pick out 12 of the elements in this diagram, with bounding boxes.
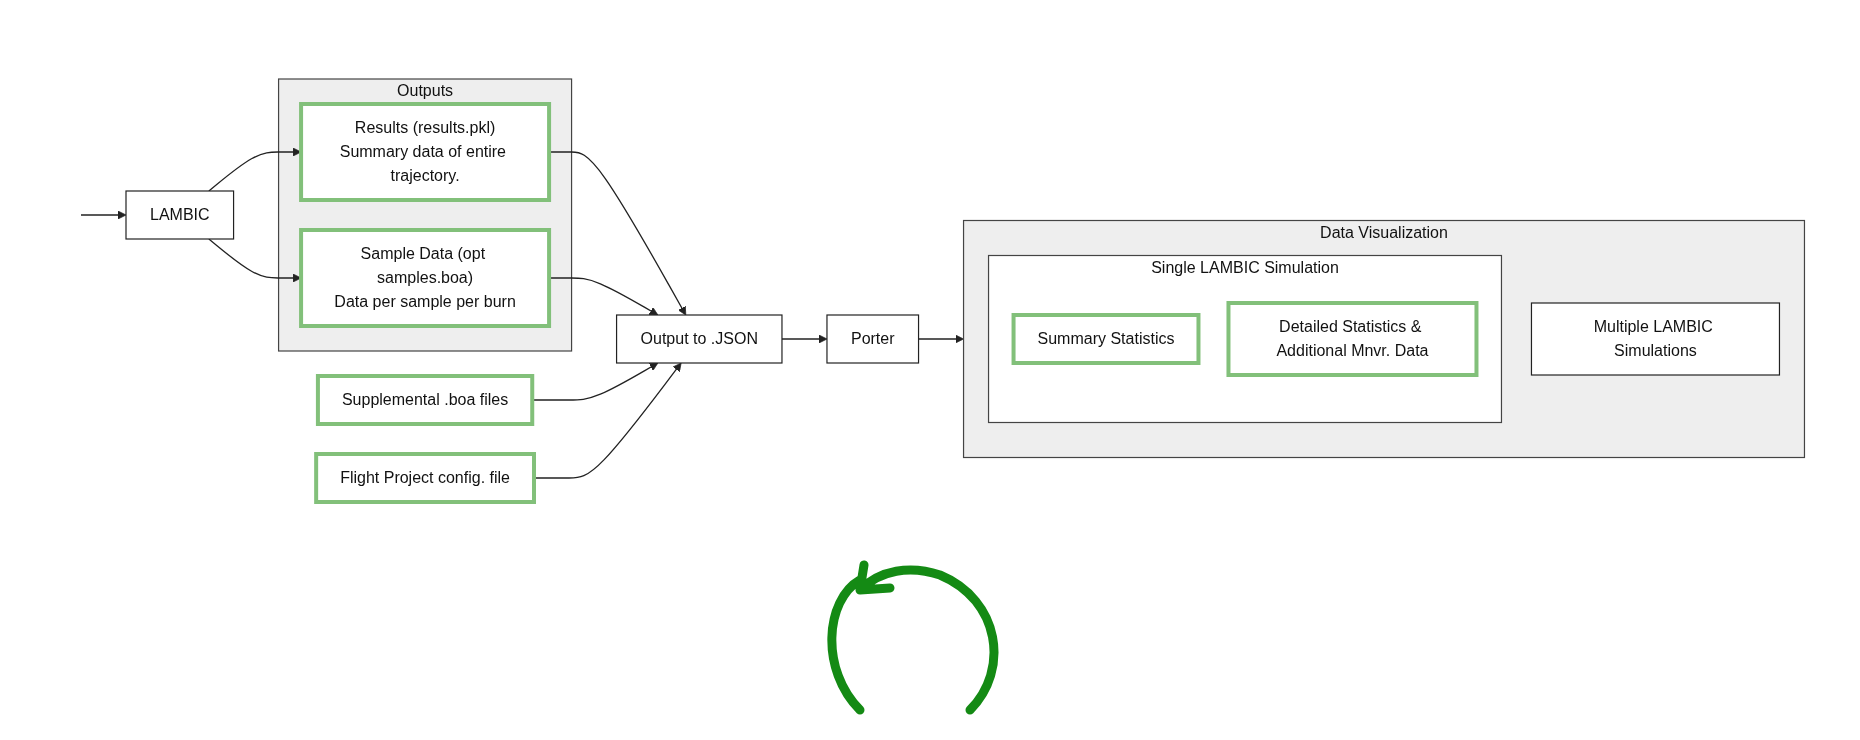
node-box: Sample Data (opt samples.boa) Data per sample per burn: [299, 227, 552, 328]
node-box: Flight Project config. file: [314, 451, 537, 504]
node-box: Multiple LAMBIC Simulations: [1531, 301, 1781, 376]
node-box: Supplemental .boa files: [316, 373, 535, 426]
node-box: LAMBIC: [125, 189, 235, 240]
node-box: Porter: [826, 313, 920, 364]
node-box: Output to .JSON: [616, 313, 783, 364]
arrow: [533, 362, 682, 479]
node-box: Summary Statistics: [1011, 312, 1201, 365]
node-box: Results (results.pkl) Summary data of entire trajectory.: [299, 101, 552, 202]
node-box: Detailed Statistics & Additional Mnvr. Data: [1226, 300, 1479, 377]
arrow: [80, 210, 127, 219]
